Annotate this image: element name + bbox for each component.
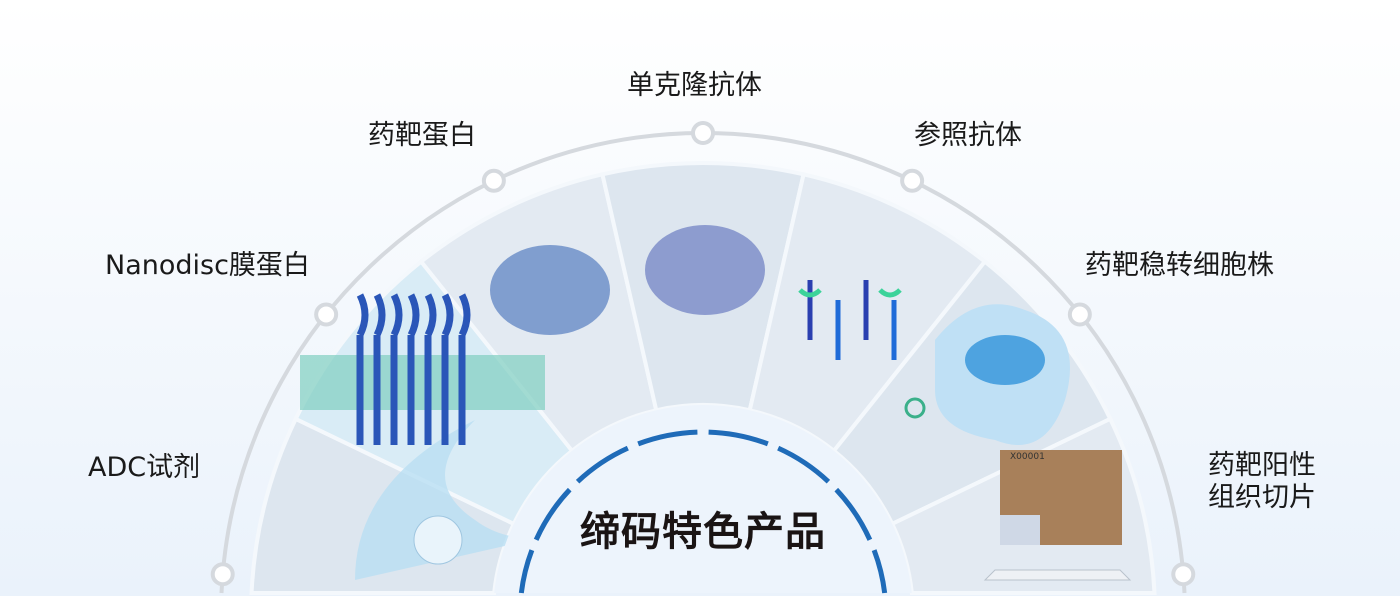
protein-blob <box>645 225 765 315</box>
endosome <box>413 515 463 565</box>
label-target-protein[interactable]: 药靶蛋白 <box>368 120 476 151</box>
center-dashed-arc <box>871 549 888 594</box>
label-adc[interactable]: ADC试剂 <box>88 452 201 483</box>
node-marker <box>900 168 925 193</box>
antigen <box>798 288 902 298</box>
center-title: 缔码特色产品 <box>580 509 826 555</box>
center-dashed-arc <box>518 549 535 594</box>
node-marker <box>691 121 715 145</box>
label-monoclonal-antibody[interactable]: 单克隆抗体 <box>627 70 762 101</box>
center-dashed-arc <box>533 487 572 541</box>
center-dashed-arc <box>708 429 769 447</box>
membrane-layer <box>300 355 545 410</box>
node-marker <box>481 168 506 193</box>
label-reference-antibody[interactable]: 参照抗体 <box>914 120 1022 151</box>
helix <box>441 293 454 445</box>
helix <box>424 293 437 445</box>
helix <box>407 293 420 445</box>
helix <box>390 293 403 445</box>
protein-blob <box>490 245 610 335</box>
node-marker <box>210 562 235 587</box>
center-dashed-arc <box>834 487 873 541</box>
center-dashed-arc <box>777 445 831 484</box>
node-marker <box>1067 302 1092 327</box>
tissue-inset <box>1000 515 1040 545</box>
helix <box>458 293 471 445</box>
center-ring <box>494 405 912 593</box>
center-dashed-arc <box>575 445 629 484</box>
nucleus <box>965 335 1045 385</box>
label-tissue-section-line2[interactable]: 组织切片 <box>1208 482 1316 513</box>
label-tissue-section[interactable]: 药靶阳性 <box>1208 450 1316 481</box>
helix <box>356 293 369 445</box>
label-stable-cell-line[interactable]: 药靶稳转细胞株 <box>1085 250 1274 281</box>
helix <box>373 293 386 445</box>
label-nanodisc[interactable]: Nanodisc膜蛋白 <box>105 250 310 281</box>
glass-slide <box>983 569 1132 581</box>
node-marker <box>1171 562 1196 587</box>
plasmid <box>904 397 926 419</box>
slide-id: X00001 <box>1010 452 1045 462</box>
node-marker <box>314 302 339 327</box>
center-dashed-arc <box>637 429 698 447</box>
